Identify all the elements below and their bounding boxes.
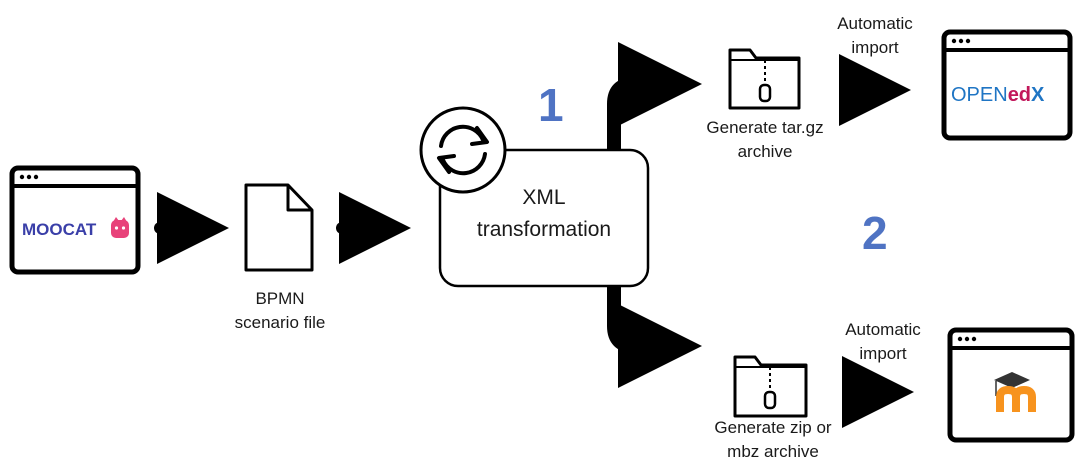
- step-number-2: 2: [862, 207, 888, 259]
- openedx-import-label: Automatic import: [837, 14, 913, 57]
- transformation-box: [438, 148, 650, 288]
- transformation-label: XML transformation: [476, 186, 612, 241]
- moocat-window: MOOCAT: [9, 165, 141, 275]
- openedx-window: OPENedX: [941, 29, 1073, 141]
- bpmn-file-label: BPMN scenario file: [234, 289, 326, 332]
- moodle-import-label: Automatic import: [845, 320, 921, 363]
- zip-archive-label: Generate zip or mbz archive: [714, 418, 832, 461]
- arrow-to-targz: [607, 42, 702, 150]
- step-number-1: 1: [538, 79, 564, 131]
- targz-archive-label: Generate tar.gz archive: [706, 118, 824, 161]
- document-file-icon: [244, 183, 314, 272]
- openedx-logo-text: OPENedX: [951, 84, 1045, 106]
- zip-folder-icon-bottom: [733, 355, 808, 418]
- moodle-window: [947, 327, 1075, 443]
- moocat-cat-icon: [111, 217, 129, 238]
- arrow-to-zip: [607, 286, 702, 388]
- moocat-logo-text: MOOCAT: [22, 220, 97, 239]
- zip-folder-icon-top: [728, 48, 801, 110]
- sync-icon: [419, 106, 507, 194]
- moodle-logo-icon: [994, 372, 1036, 412]
